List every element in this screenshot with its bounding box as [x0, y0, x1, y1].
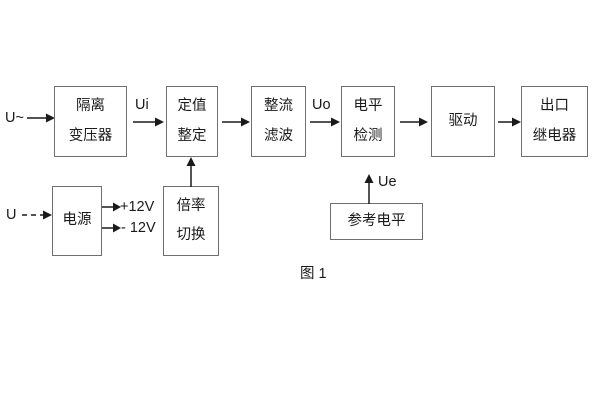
- arrow-rectify-to-level: [310, 117, 340, 127]
- block-rectify-filter-line-2: 滤波: [264, 127, 293, 144]
- arrow-input-to-isolation: [27, 113, 55, 123]
- arrow-power-to-neg12v: [102, 223, 121, 233]
- block-output-relay-line-1: 出口: [540, 98, 569, 115]
- arrow-setting-to-rectify: [222, 117, 250, 127]
- arrow-input-dc-to-power: [22, 210, 52, 220]
- block-multiplier-switch-line-1: 倍率: [176, 197, 206, 214]
- arrow-reference-to-level: [364, 174, 374, 204]
- input-dc-label: U: [6, 207, 17, 223]
- block-level-detection-line-1: 电平: [353, 98, 383, 115]
- block-level-detection[interactable]: 电平 检测: [341, 86, 395, 157]
- block-setting-value-line-2: 整定: [177, 127, 207, 144]
- arrow-isolation-to-setting: [133, 117, 164, 127]
- signal-pos12v-label: +12V: [120, 199, 155, 215]
- figure-caption: 图 1: [300, 266, 327, 282]
- block-output-relay[interactable]: 出口 继电器: [521, 86, 588, 157]
- block-isolation-transformer-line-1: 隔离: [76, 98, 105, 115]
- block-setting-value-line-1: 定值: [177, 98, 207, 115]
- signal-ue-label: Ue: [378, 174, 397, 190]
- block-reference-level-line-1: 参考电平: [347, 212, 406, 229]
- signal-uo-label: Uo: [312, 97, 331, 113]
- block-power-supply[interactable]: 电源: [52, 186, 102, 256]
- input-ac-label: U~: [5, 110, 24, 126]
- block-drive-line-1: 驱动: [448, 112, 478, 129]
- block-isolation-transformer[interactable]: 隔离 变压器: [54, 86, 127, 157]
- arrow-power-to-pos12v: [102, 202, 121, 212]
- arrow-level-to-drive: [400, 117, 428, 127]
- block-setting-value[interactable]: 定值 整定: [166, 86, 218, 157]
- block-level-detection-line-2: 检测: [353, 127, 383, 144]
- block-reference-level[interactable]: 参考电平: [330, 203, 423, 240]
- block-isolation-transformer-line-2: 变压器: [68, 127, 113, 144]
- block-output-relay-line-2: 继电器: [532, 127, 577, 144]
- signal-neg12v-label: - 12V: [121, 220, 156, 236]
- block-rectify-filter-line-1: 整流: [264, 98, 293, 115]
- signal-ui-label: Ui: [135, 97, 149, 113]
- arrow-drive-to-relay: [498, 117, 521, 127]
- block-rectify-filter[interactable]: 整流 滤波: [251, 86, 306, 157]
- block-multiplier-switch[interactable]: 倍率 切换: [163, 186, 219, 256]
- block-power-supply-line-1: 电源: [62, 212, 92, 229]
- block-drive[interactable]: 驱动: [431, 86, 495, 157]
- block-multiplier-switch-line-2: 切换: [176, 227, 206, 243]
- arrow-multiplier-to-setting: [186, 157, 196, 187]
